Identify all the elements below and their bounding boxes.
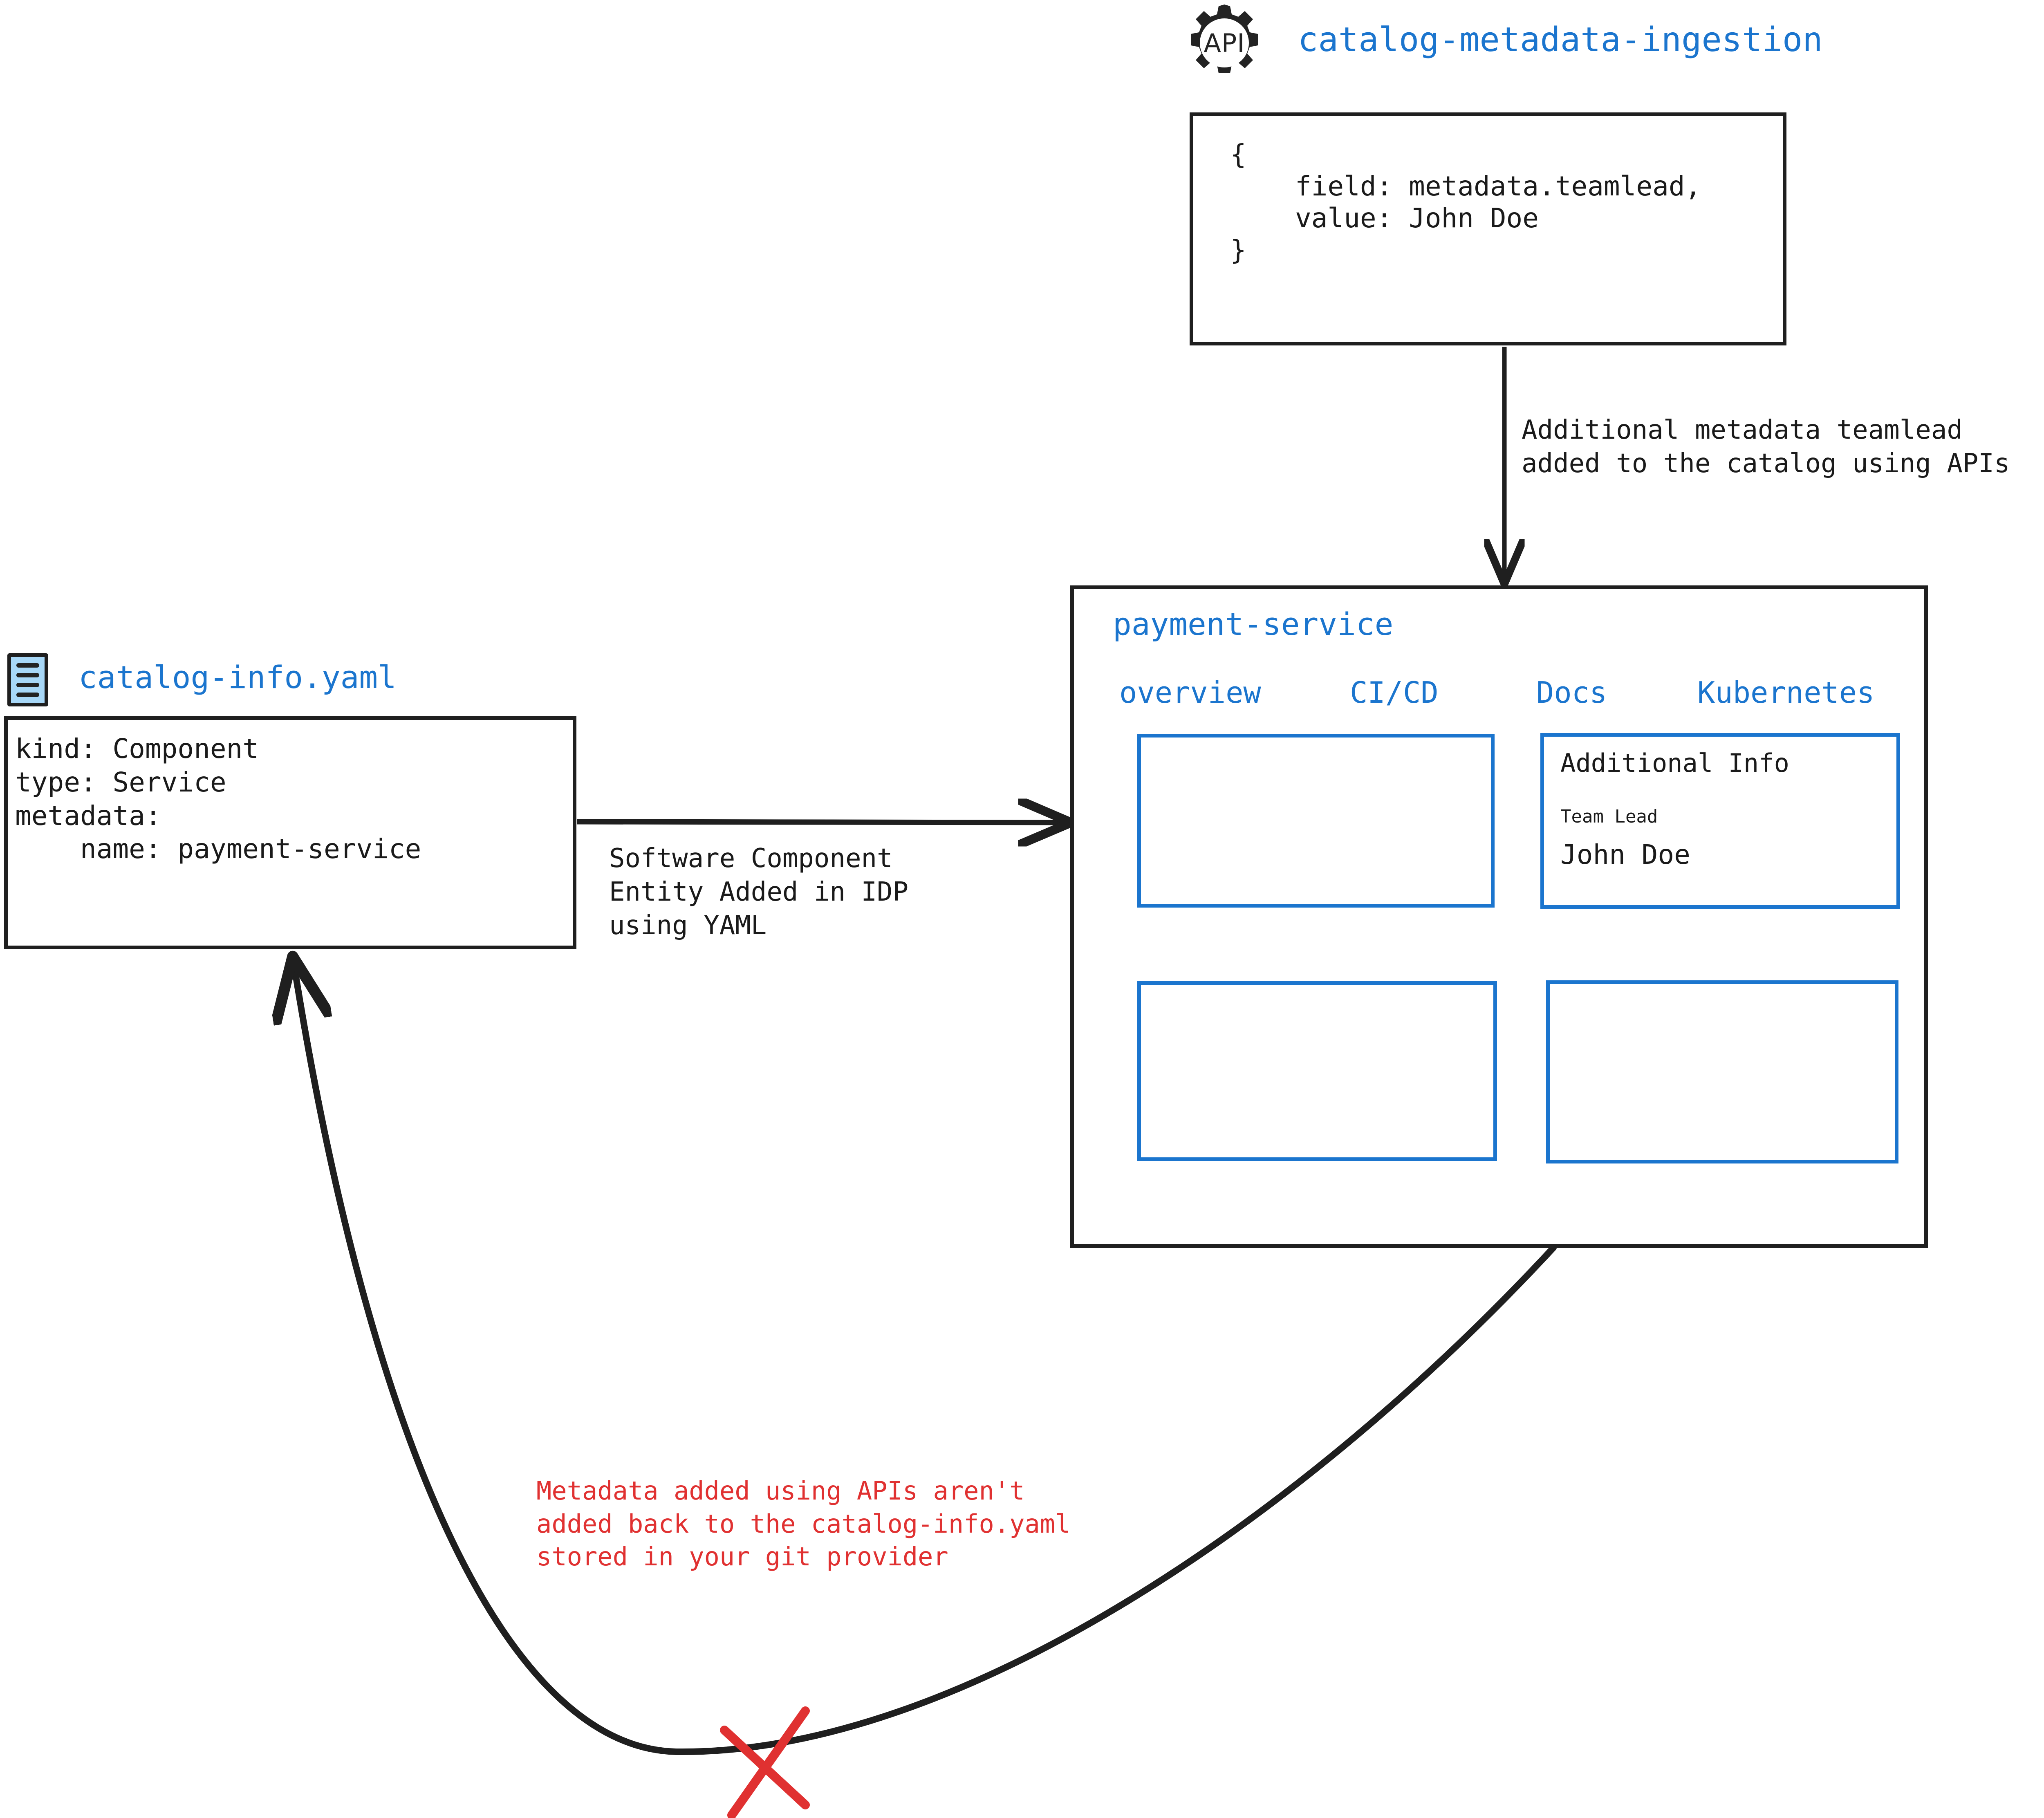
service-panel-title: payment-service — [1113, 606, 1394, 642]
card-bottom-left — [1137, 981, 1497, 1161]
tab-kubernetes[interactable]: Kubernetes — [1697, 675, 1875, 710]
card-additional-info: Additional Info Team Lead John Doe — [1540, 733, 1900, 909]
warning-annotation: Metadata added using APIs aren't added b… — [536, 1476, 1071, 1572]
additional-info-title: Additional Info — [1560, 748, 1789, 778]
api-payload-code: { field: metadata.teamlead, value: John … — [1230, 139, 1701, 266]
yaml-file-icon — [7, 653, 48, 706]
yaml-node-title: catalog-info.yaml — [78, 659, 397, 695]
yaml-icon-line — [16, 673, 39, 677]
yaml-content-code: kind: Component type: Service metadata: … — [15, 733, 421, 865]
api-node-title: catalog-metadata-ingestion — [1298, 20, 1823, 59]
api-gear-icon: API — [1183, 2, 1265, 84]
team-lead-value: John Doe — [1560, 839, 1690, 870]
tab-cicd[interactable]: CI/CD — [1350, 675, 1439, 710]
card-bottom-right — [1546, 980, 1898, 1163]
blocked-x-icon — [720, 1706, 810, 1818]
card-overview — [1137, 734, 1495, 908]
yaml-icon-line — [16, 682, 39, 687]
tab-overview[interactable]: overview — [1119, 675, 1261, 710]
api-payload-box: { field: metadata.teamlead, value: John … — [1190, 112, 1786, 345]
yaml-content-box: kind: Component type: Service metadata: … — [4, 716, 576, 949]
yaml-icon-line — [16, 692, 39, 697]
edge-yaml-to-service — [577, 822, 1067, 823]
api-icon-label: API — [1204, 28, 1245, 58]
yaml-icon-line — [16, 663, 39, 668]
edge-label-yaml-to-service: Software Component Entity Added in IDP u… — [609, 843, 909, 941]
team-lead-label: Team Lead — [1560, 806, 1658, 827]
gear-shape — [1191, 4, 1258, 73]
edge-label-api-to-service: Additional metadata teamlead added to th… — [1522, 415, 2010, 479]
tab-docs[interactable]: Docs — [1536, 675, 1607, 710]
